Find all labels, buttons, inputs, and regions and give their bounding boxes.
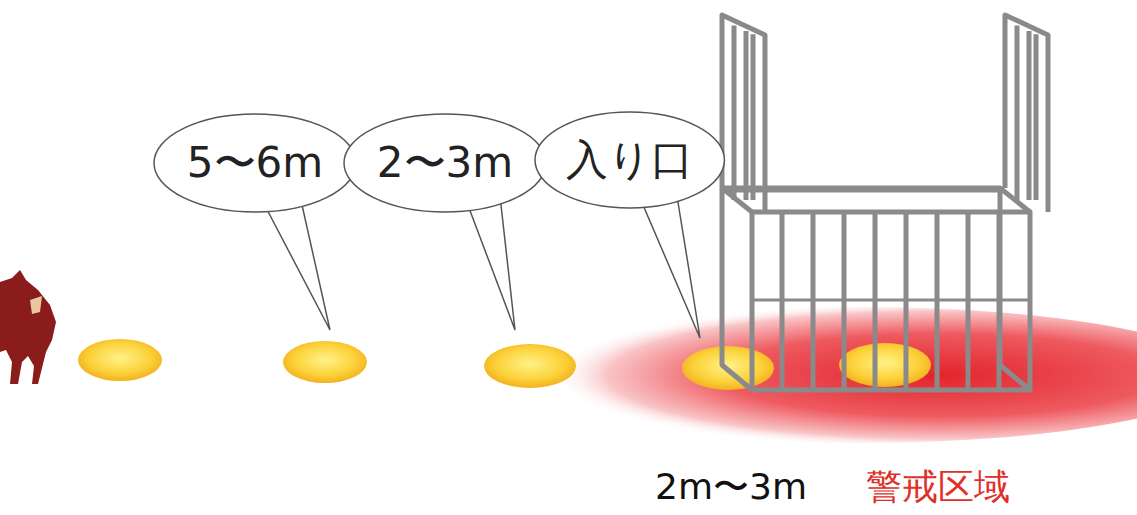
boar-silhouette [0, 270, 56, 384]
distance-label: 2m〜3m [655, 467, 807, 507]
speech-bubble: 入り口 [534, 111, 725, 209]
zone-label: 警戒区域 [866, 467, 1010, 507]
warning-zone [500, 307, 1137, 443]
boar-ear [30, 296, 42, 314]
cage-bars [722, 26, 1036, 390]
bubble-text: 2〜3m [377, 140, 513, 186]
bait-spots [78, 339, 774, 390]
bubble-text: 入り口 [566, 137, 693, 183]
bubble-tails [262, 190, 700, 338]
speech-bubble: 2〜3m [343, 113, 547, 213]
bait-in-cage [839, 343, 931, 387]
speech-bubble: 5〜6m [153, 113, 357, 213]
bubble-text: 5〜6m [187, 140, 323, 186]
box-trap-cage [722, 15, 1048, 390]
